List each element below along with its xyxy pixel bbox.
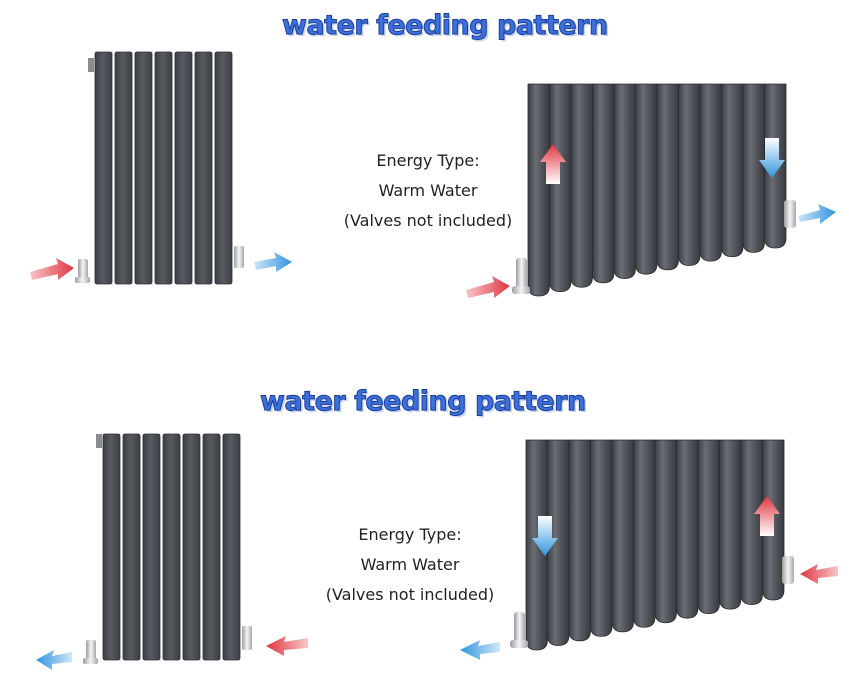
radiator-panel	[740, 439, 763, 605]
energy-type-value: Warm Water	[378, 181, 478, 200]
oval-radiator-top-right	[512, 83, 796, 297]
radiator-panel	[678, 83, 701, 266]
radiator-panel	[613, 83, 636, 279]
hot-up-arrow-icon	[754, 496, 780, 536]
valves-note: (Valves not included)	[325, 585, 495, 604]
cold-outflow-arrow-icon	[460, 640, 500, 660]
radiator-panel	[94, 51, 113, 285]
hot-inflow-arrow-icon	[800, 564, 838, 584]
radiator-panel	[590, 439, 613, 637]
radiator-panel	[721, 83, 744, 258]
cold-outflow-arrow-icon	[798, 204, 836, 224]
valve-left-icon	[512, 258, 530, 294]
energy-type-label: Energy Type:	[358, 525, 462, 544]
radiator-panel	[568, 439, 591, 642]
energy-type-label: Energy Type:	[376, 151, 480, 170]
hot-inflow-arrow-icon	[30, 258, 74, 280]
valves-note: (Valves not included)	[343, 211, 513, 230]
radiator-panel	[611, 439, 634, 633]
valve-right-icon	[242, 626, 252, 650]
radiator-panel	[222, 433, 241, 661]
valve-left-icon	[75, 259, 90, 283]
hot-inflow-arrow-icon	[466, 276, 510, 298]
energy-info-top: Energy Type: Warm Water (Valves not incl…	[318, 146, 538, 236]
valve-right-icon	[234, 246, 244, 268]
radiator-panel	[214, 51, 233, 285]
section-title-bottom: water feeding pattern	[260, 386, 587, 418]
radiator-panel	[549, 83, 572, 293]
oval-radiator-bottom-right	[510, 439, 794, 651]
energy-type-value: Warm Water	[360, 555, 460, 574]
radiator-panel	[194, 51, 213, 285]
radiator-panel	[202, 433, 221, 661]
radiator-panel	[122, 433, 141, 661]
radiator-panel	[154, 51, 173, 285]
radiator-panel	[182, 433, 201, 661]
valve-right-icon	[782, 556, 794, 584]
radiator-panel	[697, 439, 720, 615]
radiator-panel	[654, 439, 677, 624]
radiator-panel	[742, 83, 765, 253]
radiator-panel	[635, 83, 658, 275]
energy-info-bottom: Energy Type: Warm Water (Valves not incl…	[300, 520, 520, 610]
radiator-panel	[114, 51, 133, 285]
radiator-panel	[699, 83, 722, 262]
radiator-panel	[547, 439, 570, 646]
flat-radiator-bottom-left	[83, 433, 252, 664]
section-title-top: water feeding pattern	[282, 10, 609, 42]
valve-left-icon	[83, 640, 98, 664]
flat-radiator-top-left	[75, 51, 244, 285]
cold-down-arrow-icon	[759, 138, 785, 178]
cold-down-arrow-icon	[532, 516, 558, 556]
radiator-panel	[102, 433, 121, 661]
valve-left-icon	[510, 612, 528, 648]
radiator-panel	[719, 439, 742, 610]
radiator-panel	[570, 83, 593, 288]
radiator-panel	[656, 83, 679, 271]
hot-up-arrow-icon	[540, 144, 566, 184]
cold-outflow-arrow-icon	[254, 252, 292, 272]
radiator-panel	[174, 51, 193, 285]
cold-outflow-arrow-icon	[36, 650, 72, 670]
radiator-panel	[527, 83, 550, 297]
radiator-panel	[162, 433, 181, 661]
radiator-panel	[142, 433, 161, 661]
radiator-panel	[592, 83, 615, 284]
hot-inflow-arrow-icon	[266, 636, 308, 656]
radiator-panel	[676, 439, 699, 619]
valve-right-icon	[784, 200, 796, 228]
radiator-panel	[134, 51, 153, 285]
radiator-panel	[633, 439, 656, 628]
